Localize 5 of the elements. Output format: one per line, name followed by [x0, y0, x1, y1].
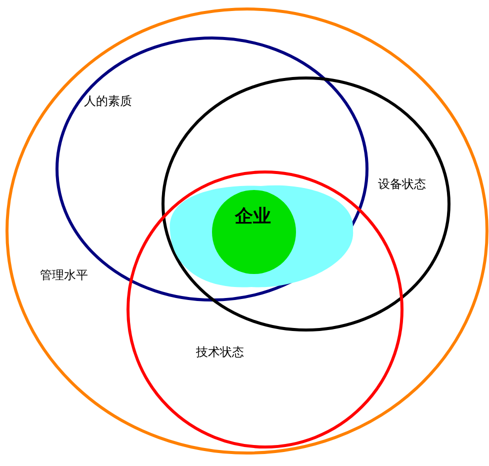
region-label: 设备状态 — [378, 177, 426, 191]
region-label: 技术状态 — [196, 345, 244, 359]
center-label: 企业 — [235, 206, 271, 228]
region-label: 管理水平 — [40, 268, 88, 282]
region-label: 人的素质 — [84, 94, 132, 108]
